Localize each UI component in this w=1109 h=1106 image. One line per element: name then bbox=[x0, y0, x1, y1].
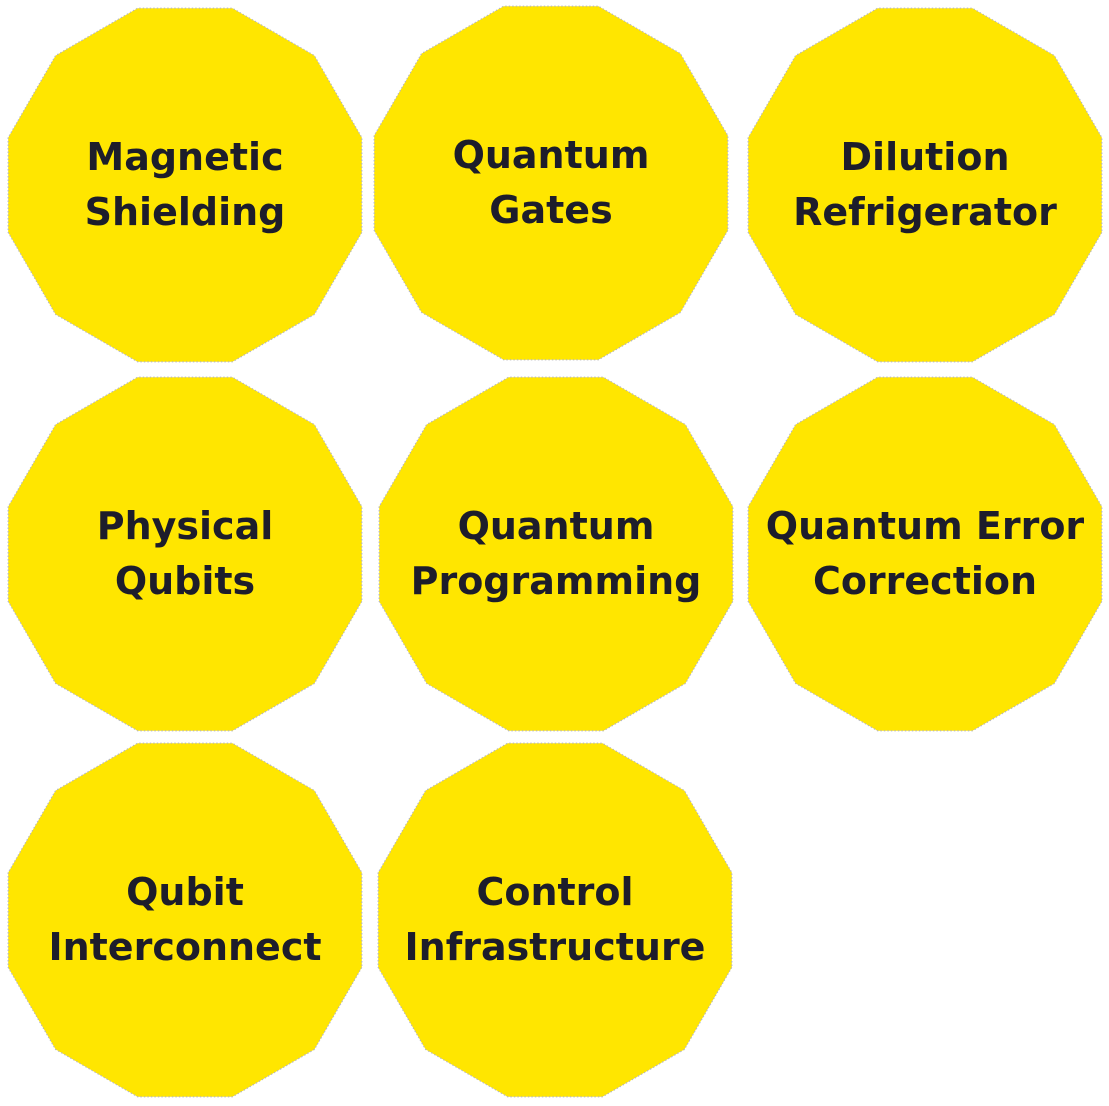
node-shape-quantum-programming bbox=[378, 376, 734, 732]
node-shape-control-infrastructure bbox=[377, 742, 733, 1098]
node-shape-quantum-error-correction bbox=[747, 376, 1103, 732]
node-shape-magnetic-shielding bbox=[7, 7, 363, 363]
node-shape-dilution-refrigerator bbox=[747, 7, 1103, 363]
node-shape-qubit-interconnect bbox=[7, 742, 363, 1098]
node-shape-physical-qubits bbox=[7, 376, 363, 732]
node-shape-quantum-gates bbox=[373, 5, 729, 361]
